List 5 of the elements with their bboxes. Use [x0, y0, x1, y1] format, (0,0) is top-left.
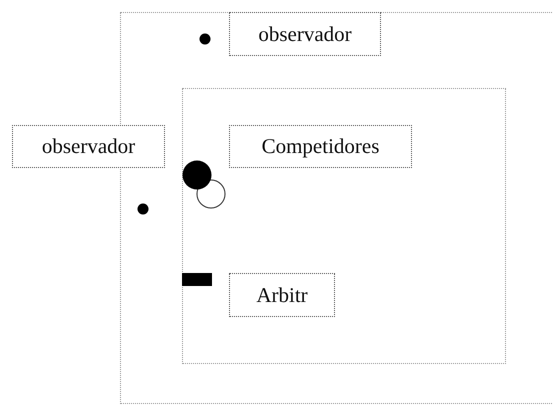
inner-area-outline — [182, 88, 506, 364]
label-box: observador — [12, 125, 165, 168]
label-box: Competidores — [229, 125, 412, 168]
label-box: Arbitr — [229, 273, 335, 317]
label-box: observador — [229, 12, 381, 56]
